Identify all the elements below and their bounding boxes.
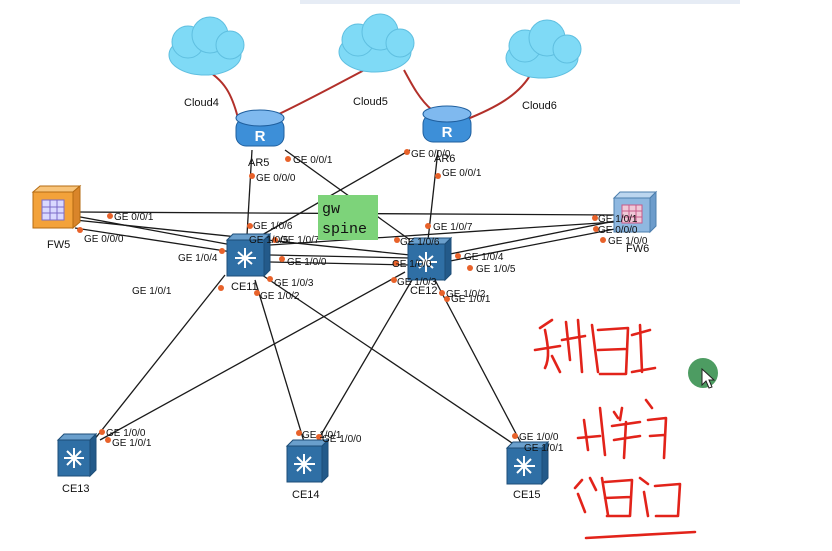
port-label: GE 0/0/1: [114, 212, 154, 223]
link-cloud4-ar5: [202, 67, 239, 119]
port-label: GE 1/0/1: [112, 438, 152, 449]
ce12[interactable]: CE12: [406, 236, 453, 297]
port-label: GE 0/0/0: [598, 225, 638, 236]
port-label: GE 1/0/3: [274, 278, 314, 289]
fw6-label: FW6: [626, 243, 649, 255]
link-cloud5-ar6: [403, 69, 433, 111]
cloud6[interactable]: Cloud6: [505, 19, 582, 112]
link-ce12-ce13: [99, 271, 406, 441]
cloud-icon: [505, 19, 582, 79]
port-label: GE 1/0/3: [397, 277, 437, 288]
port-label: GE 1/0/5: [476, 264, 516, 275]
port-label: GE 1/0/7: [433, 222, 473, 233]
port-label: GE 1/0/4: [464, 252, 504, 263]
port-label: GE 0/0/1: [442, 168, 482, 179]
note-line2: spine: [322, 221, 367, 238]
fw6[interactable]: FW6: [612, 190, 658, 255]
port-label: GE 1/0/1: [524, 443, 564, 454]
cursor-arrow-icon: [701, 368, 716, 389]
port-label: GE 1/0/2: [260, 291, 300, 302]
port-label: GE 1/0/7: [280, 235, 320, 246]
port-label: GE 1/0/0: [608, 236, 648, 247]
port-label: GE 1/0/6: [253, 221, 293, 232]
link-ce11-ce15: [261, 274, 516, 446]
switch-icon: [505, 440, 550, 486]
firewall-icon: [612, 190, 658, 234]
port-label: GE 1/0/0: [519, 432, 559, 443]
link-ar6-ce11: [261, 149, 411, 236]
link-fw5-ce11-a: [74, 215, 233, 246]
ce15[interactable]: CE15: [505, 440, 550, 501]
fw5-label: FW5: [47, 239, 70, 251]
fw5[interactable]: FW5: [31, 184, 82, 251]
port-label: GE 1/0/1: [598, 214, 638, 225]
ce14[interactable]: CE14: [285, 438, 330, 501]
cloud-icon: [338, 13, 415, 73]
svg-text:R: R: [442, 124, 453, 141]
link-fw6-ce11: [269, 221, 616, 246]
link-ce11-ce12-b: [269, 261, 411, 266]
port-labels: GE 0/0/1 GE 0/0/0 GE 0/0/0 GE 0/0/1 GE 1…: [84, 149, 648, 454]
ar6-label: AR6: [434, 153, 455, 165]
ce15-label: CE15: [513, 489, 541, 501]
port-label: GE 1/0/1: [451, 294, 491, 305]
top-bar: [300, 0, 740, 4]
link-ce12-ce15: [434, 279, 523, 446]
ar5-label: AR5: [248, 157, 269, 169]
port-label: GE 1/0/6: [400, 237, 440, 248]
cloud6-label: Cloud6: [522, 100, 557, 112]
ce11[interactable]: CE11: [225, 232, 272, 293]
link-fw6-ce12-b: [444, 227, 621, 263]
link-fw5-ce11-b: [74, 227, 233, 253]
handwritten-annotation: [533, 318, 697, 540]
ce11-label: CE11: [231, 281, 258, 293]
switch-icon: [225, 232, 272, 278]
link-ce11-ce14: [254, 279, 306, 446]
link-ce11-ce13: [89, 274, 226, 446]
svg-text:R: R: [255, 128, 266, 145]
port-label: GE 1/0/0: [322, 434, 362, 445]
cloud5[interactable]: Cloud5: [338, 13, 415, 108]
link-ce12-ce14: [314, 279, 413, 446]
ar5[interactable]: R AR5: [235, 109, 285, 169]
port-label: GE 1/0/5: [249, 235, 289, 246]
port-label: GE 1/0/4: [178, 253, 218, 264]
port-label: GE 0/0/0: [84, 234, 124, 245]
firewall-icon: [31, 184, 82, 230]
gw-spine-note: gw spine: [318, 195, 378, 240]
ce13[interactable]: CE13: [56, 432, 98, 495]
port-label: GE 1/0/0: [106, 428, 146, 439]
port-label: GE 0/0/0: [411, 149, 451, 160]
link-ar5-ce11: [246, 149, 253, 236]
router-icon: R: [235, 109, 285, 147]
port-label: GE 1/0/1: [132, 286, 172, 297]
note-line1: gw: [322, 201, 340, 218]
cloud4-label: Cloud4: [184, 97, 219, 109]
ce13-label: CE13: [62, 483, 90, 495]
link-cloud6-ar6: [464, 71, 533, 121]
port-label: GE 1/0/2: [446, 289, 486, 300]
port-label: GE 0/0/0: [256, 173, 296, 184]
switch-icon: [56, 432, 98, 478]
switch-icon: [285, 438, 330, 484]
switch-icon: [406, 236, 453, 282]
link-fw6-ce12-a: [444, 219, 621, 256]
port-dots: [77, 149, 606, 448]
ce12-label: CE12: [410, 285, 438, 297]
port-label: GE 1/0/0: [287, 257, 327, 268]
links: [74, 65, 621, 446]
link-ce11-ce12-a: [269, 254, 411, 259]
ar6[interactable]: R AR6: [422, 105, 472, 165]
port-label: GE 1/0/1: [302, 430, 342, 441]
router-icon: R: [422, 105, 472, 143]
port-label: GE 0/0/1: [293, 155, 333, 166]
cloud4[interactable]: Cloud4: [168, 16, 245, 109]
port-label: GE 1/0/0: [392, 259, 432, 270]
ce14-label: CE14: [292, 489, 320, 501]
cloud-icon: [168, 16, 245, 76]
cloud5-label: Cloud5: [353, 96, 388, 108]
